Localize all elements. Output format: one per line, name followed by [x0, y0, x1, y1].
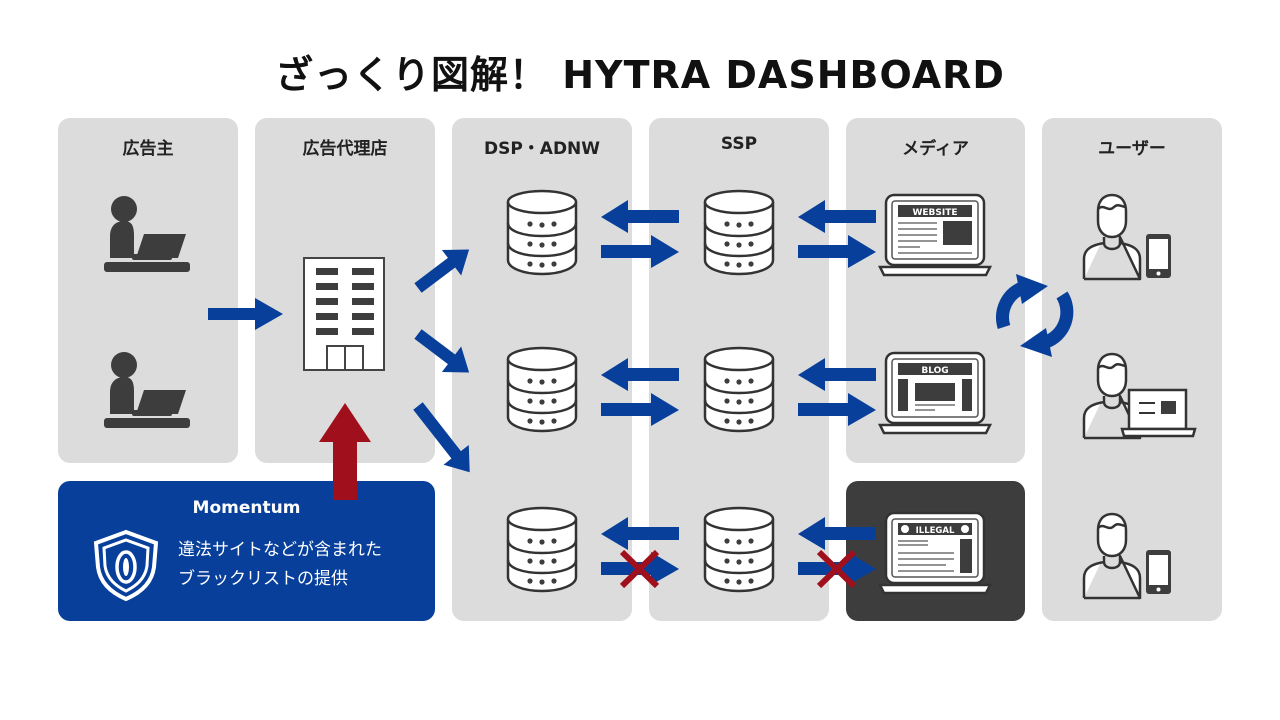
column-label-dsp: DSP・ADNW: [483, 139, 601, 159]
arrow-right: [601, 393, 679, 426]
arrow-left: [601, 358, 679, 391]
illegal-laptop-icon: ILLEGAL: [878, 511, 992, 595]
arrow-right: [601, 235, 679, 268]
arrow-left: [798, 517, 876, 550]
advertiser-person-icon: [104, 352, 190, 428]
blocked-x-icon: [816, 549, 857, 589]
user-laptop-icon: [1120, 388, 1197, 438]
column-label-user: ユーザー: [1098, 139, 1166, 159]
arrow-right: [208, 298, 283, 330]
dsp-database-icon: [506, 189, 578, 276]
momentum-panel: Momentum 違法サイトなどが含まれた ブラックリストの提供: [58, 481, 435, 621]
arrow-left: [798, 358, 876, 391]
smartphone-icon: [1146, 234, 1171, 278]
arrow-left: [601, 517, 679, 550]
column-label-ssp: SSP: [720, 134, 758, 154]
skull-icon: [901, 525, 909, 533]
building-icon: [303, 257, 385, 371]
ssp-database-icon: [703, 506, 775, 593]
column-label-agency: 広告代理店: [302, 139, 388, 159]
advertiser-person-icon: [104, 196, 190, 272]
dsp-database-icon: [506, 346, 578, 433]
arrow-right: [798, 393, 876, 426]
momentum-title: Momentum: [192, 498, 301, 518]
momentum-desc-line2: ブラックリストの提供: [178, 569, 348, 589]
website-label: WEBSITE: [912, 208, 957, 218]
column-label-advertiser: 広告主: [122, 139, 174, 159]
blocked-x-icon: [619, 549, 660, 589]
arrow-left: [798, 200, 876, 233]
momentum-desc-line1: 違法サイトなどが含まれた: [178, 540, 382, 560]
arrow-left: [601, 200, 679, 233]
skull-icon: [961, 525, 969, 533]
smartphone-icon: [1146, 550, 1171, 594]
user-person-icon: [1082, 193, 1142, 281]
ssp-database-icon: [703, 346, 775, 433]
page-title: ざっくり図解！ HYTRA DASHBOARD: [275, 53, 1005, 97]
dsp-database-icon: [506, 506, 578, 593]
shield-icon: [93, 529, 159, 601]
arrow-down-right: [413, 402, 470, 473]
refresh-cycle-icon: [996, 274, 1074, 357]
illegal-label: ILLEGAL: [916, 526, 955, 536]
website-laptop-icon: WEBSITE: [878, 193, 992, 277]
blog-laptop-icon: BLOG: [878, 351, 992, 435]
blacklist-supply-arrow: [319, 403, 371, 500]
blog-label: BLOG: [921, 366, 948, 376]
arrow-down-right: [414, 329, 470, 373]
column-label-media: メディア: [902, 139, 969, 159]
momentum-description: 違法サイトなどが含まれた ブラックリストの提供: [178, 536, 382, 594]
arrow-right: [798, 235, 876, 268]
column-user: ユーザー: [1042, 118, 1222, 621]
arrow-up-right: [414, 249, 470, 293]
ssp-database-icon: [703, 189, 775, 276]
user-person-icon: [1082, 512, 1142, 600]
